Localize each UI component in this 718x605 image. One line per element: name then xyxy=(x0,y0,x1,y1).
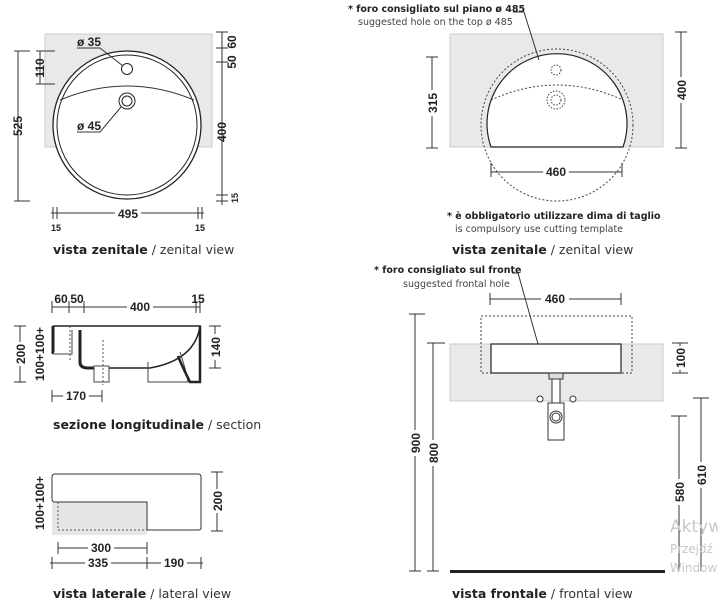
caption-lateral: vista laterale / lateral view xyxy=(53,586,231,601)
caption-section: sezione longitudinale / section xyxy=(53,417,261,432)
basin-outline xyxy=(486,53,628,148)
dim-400: 400 xyxy=(675,80,689,100)
siphon xyxy=(536,372,577,441)
svg-text:Window: Window xyxy=(670,561,718,575)
dim-100-100: 100+100+ xyxy=(33,327,47,381)
os-activation-watermark: Aktyw Przejdź Window xyxy=(670,517,718,575)
dim-315: 315 xyxy=(426,93,440,113)
front-note-bold: * foro consigliato sul fronte xyxy=(374,265,521,276)
dim-900: 900 xyxy=(409,433,423,453)
dim-800: 800 xyxy=(427,443,441,463)
dim-610: 610 xyxy=(695,465,709,485)
drain-inner xyxy=(121,95,133,107)
dim-100-100: 100+100+ xyxy=(33,476,47,530)
dim-15-bottom-right: 15 xyxy=(195,223,205,233)
dim-200: 200 xyxy=(211,491,225,511)
basin-wall xyxy=(176,326,202,384)
dim-15-right: 15 xyxy=(230,193,240,203)
drain-outer xyxy=(546,90,566,110)
cut-warning-bold: * è obbligatorio utilizzare dima di tagl… xyxy=(447,211,661,222)
dim-15: 15 xyxy=(191,292,205,306)
dim-depth: 525 xyxy=(11,116,25,136)
basin-inner-rim xyxy=(56,54,198,196)
dim-170: 170 xyxy=(66,389,86,403)
frontal-view: * foro consigliato sul fronte suggested … xyxy=(374,265,709,601)
waste-fitting xyxy=(93,365,110,383)
dim-200: 200 xyxy=(14,344,28,364)
dim-140: 140 xyxy=(209,337,223,357)
tap-hole xyxy=(121,63,133,75)
section-view: 60 50 400 15 200 100+100+ 140 170 sezion… xyxy=(13,292,261,432)
dim-tap-offset: 110 xyxy=(33,58,47,78)
drain-hole-label: ø 45 xyxy=(77,119,101,133)
svg-text:Przejdź: Przejdź xyxy=(670,542,713,556)
front-note: suggested frontal hole xyxy=(403,279,510,290)
tap-hole xyxy=(550,64,562,76)
basin-ledge xyxy=(59,85,195,101)
cut-note: suggested hole on the top ø 485 xyxy=(358,17,513,28)
caption-zenital-cut: vista zenitale / zenital view xyxy=(452,242,633,257)
dim-50: 50 xyxy=(225,55,239,69)
zenital-view-top: ø 35 ø 45 525 110 50 60 400 15 495 15 15… xyxy=(11,31,240,257)
dim-580: 580 xyxy=(673,482,687,502)
basin-front xyxy=(490,343,622,374)
lateral-view: 100+100+ 200 300 335 190 vista laterale … xyxy=(33,471,231,601)
dim-60: 60 xyxy=(225,35,239,49)
dim-400: 400 xyxy=(130,300,150,314)
dim-60: 60 xyxy=(54,292,68,306)
cut-hole-outline xyxy=(480,48,634,202)
dim-50: 50 xyxy=(70,292,84,306)
cut-note-bold: * foro consigliato sul piano ø 485 xyxy=(348,4,525,15)
dim-100: 100 xyxy=(674,348,688,368)
dim-460: 460 xyxy=(545,292,565,306)
dim-460: 460 xyxy=(546,165,566,179)
basin-outer-rim xyxy=(52,50,202,200)
tap-hole-label: ø 35 xyxy=(77,35,101,49)
cut-warning: is compulsory use cutting template xyxy=(455,224,623,235)
dim-400: 400 xyxy=(215,122,229,142)
dim-15-left: 15 xyxy=(51,223,61,233)
caption-frontal: vista frontale / frontal view xyxy=(452,586,633,601)
dim-335: 335 xyxy=(88,556,108,570)
dim-190: 190 xyxy=(164,556,184,570)
dim-300: 300 xyxy=(91,541,111,555)
caption-zenital-top: vista zenitale / zenital view xyxy=(53,242,234,257)
floor-line xyxy=(450,570,665,573)
svg-text:Aktyw: Aktyw xyxy=(670,517,718,537)
drain-inner xyxy=(550,94,562,106)
zenital-view-cutout: * foro consigliato sul piano ø 485 sugge… xyxy=(348,4,689,257)
dim-width: 495 xyxy=(118,207,138,221)
